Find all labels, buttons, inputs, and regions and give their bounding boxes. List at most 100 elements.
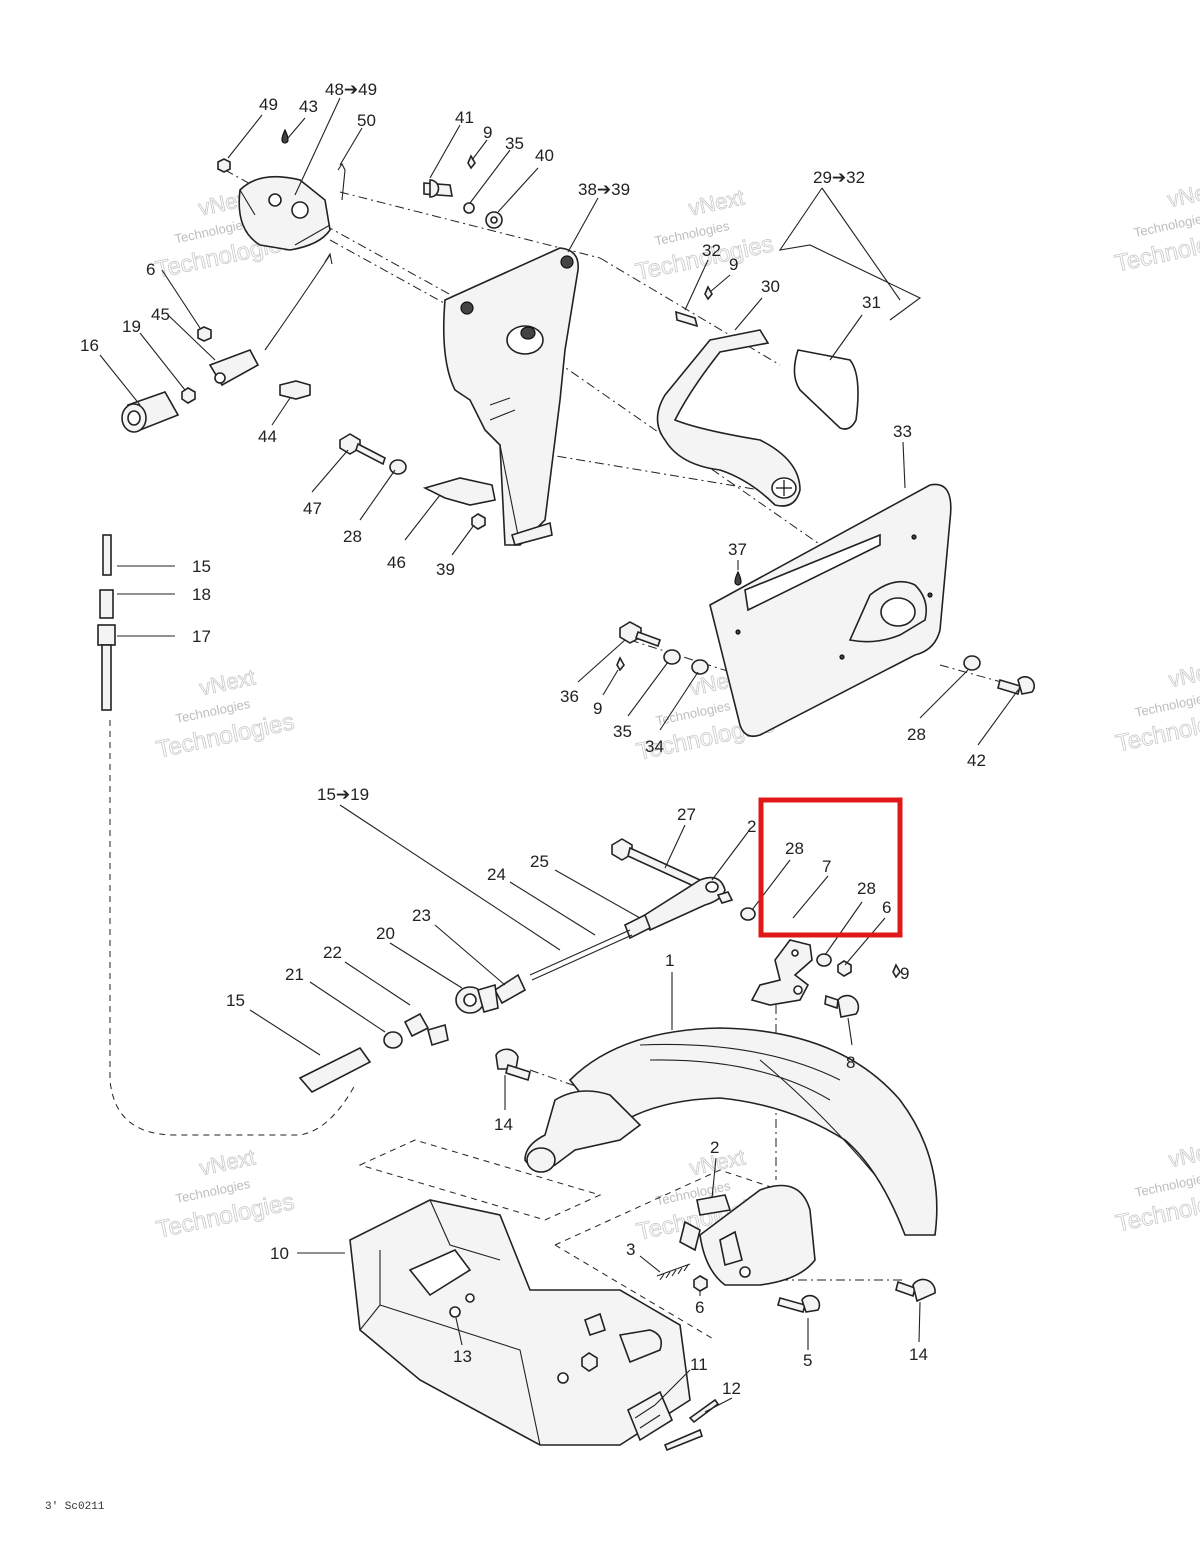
bolt-14-shank xyxy=(505,1063,531,1082)
lockwasher-9 xyxy=(467,154,476,170)
cover-hole xyxy=(839,654,845,660)
cover-hole xyxy=(911,534,917,540)
leader-20 xyxy=(389,942,463,989)
bracket-7-group xyxy=(750,939,901,1018)
callout-34: 34 xyxy=(645,737,664,756)
callout-10: 10 xyxy=(270,1244,289,1263)
cable-ferrule-18 xyxy=(99,589,114,619)
nut-20-body xyxy=(477,983,499,1013)
watermark-2: vNext Technologies Technologies xyxy=(633,184,776,286)
cover-hole xyxy=(927,592,933,598)
lockwasher-9 xyxy=(616,656,625,672)
rod-end-pin xyxy=(716,891,734,904)
callout-13: 13 xyxy=(453,1347,472,1366)
spring-3 xyxy=(656,1263,691,1281)
group-box-outline xyxy=(554,1169,781,1246)
watermark-9: vNext Technologies Technologies xyxy=(1113,1136,1200,1238)
rivet-12b xyxy=(663,1428,703,1452)
bolt-5-head xyxy=(801,1294,821,1313)
bolt-8-shank xyxy=(824,994,839,1010)
leader-25 xyxy=(554,869,641,919)
callout-28a: 28 xyxy=(343,527,362,546)
bolt-14b-head xyxy=(912,1278,936,1303)
callout-26-partial: 2 xyxy=(747,817,756,836)
axis-line xyxy=(519,449,791,496)
nut-6 xyxy=(693,1275,708,1292)
clip-22 xyxy=(403,1012,430,1038)
leader-16 xyxy=(99,354,141,406)
pedal-pivot-cross xyxy=(776,480,792,496)
cable-nut-17 xyxy=(97,624,116,646)
group-box-outline xyxy=(358,1139,602,1221)
base-housing-10 xyxy=(349,1199,720,1452)
callout-3: 3 xyxy=(626,1240,635,1259)
hinge-clip xyxy=(618,1329,663,1364)
leader-19 xyxy=(139,332,186,391)
adapter-16-bore xyxy=(127,410,141,426)
washer-35 xyxy=(463,202,475,214)
leader-40 xyxy=(497,167,539,213)
nut-25 xyxy=(623,913,652,940)
axis-line xyxy=(629,639,741,676)
leader-28b xyxy=(919,669,969,719)
leader-28d xyxy=(824,901,863,956)
callout-24: 24 xyxy=(487,865,506,884)
bolt-27-shank xyxy=(627,846,701,890)
clip-22b xyxy=(427,1023,449,1047)
cover-plate-33 xyxy=(616,483,1035,738)
callout-35a: 35 xyxy=(505,134,524,153)
callout-43: 43 xyxy=(299,97,318,116)
callout-23: 23 xyxy=(412,906,431,925)
bracket-7-hole xyxy=(793,985,803,995)
bolt-47-shank xyxy=(355,442,386,466)
washer-21 xyxy=(383,1031,403,1049)
rod-end-bore xyxy=(705,881,719,893)
housing-hole xyxy=(465,1293,475,1303)
callout-27: 27 xyxy=(677,805,696,824)
leader-24 xyxy=(509,881,596,936)
callout-28b: 28 xyxy=(907,725,926,744)
leader-43 xyxy=(287,117,306,139)
leader-9a xyxy=(471,139,488,161)
watermark-vnext: vNext xyxy=(197,1144,257,1180)
callout-33: 33 xyxy=(893,422,912,441)
bolt-14-head xyxy=(495,1048,519,1070)
bolt-14b-shank xyxy=(895,1280,916,1298)
callout-36: 36 xyxy=(560,687,579,706)
callout-45: 45 xyxy=(151,305,170,324)
bracket-11-detail xyxy=(634,1404,661,1429)
pedal-arm-30 xyxy=(656,329,801,507)
watermark-vnext: vNext xyxy=(1165,176,1200,212)
callout-12: 12 xyxy=(722,1379,741,1398)
clip-2b xyxy=(679,1220,701,1252)
leader-41 xyxy=(429,124,461,179)
leader-22 xyxy=(344,961,411,1006)
nut-49 xyxy=(217,158,231,173)
axis-line xyxy=(529,1069,616,1101)
leader-44 xyxy=(271,397,291,426)
clip-2 xyxy=(696,1194,732,1216)
housing-edges xyxy=(359,1199,541,1446)
link-arrowhead xyxy=(324,252,333,265)
callout-21: 21 xyxy=(285,965,304,984)
bolt-36-shank xyxy=(634,630,662,648)
leader-13 xyxy=(455,1317,463,1346)
cover-slot xyxy=(744,533,881,612)
leader-15b xyxy=(249,1009,321,1056)
watermark-vnext: vNext xyxy=(686,184,746,220)
housing-opening xyxy=(408,1249,472,1297)
callout-7: 7 xyxy=(822,857,831,876)
callout-41: 41 xyxy=(455,108,474,127)
bracket-7-hole xyxy=(791,949,799,957)
callout-28d: 28 xyxy=(857,879,876,898)
bracket-hole xyxy=(291,201,309,219)
callout-18: 18 xyxy=(192,585,211,604)
highlight-box xyxy=(758,797,903,938)
leader-28a xyxy=(359,469,396,521)
leader-50 xyxy=(339,127,363,166)
callout-8: 8 xyxy=(846,1053,855,1072)
nut-13 xyxy=(581,1352,598,1372)
cable-rod-24b xyxy=(531,934,633,981)
bracket-boss-bore xyxy=(520,326,536,340)
callout-14a: 14 xyxy=(494,1115,513,1134)
